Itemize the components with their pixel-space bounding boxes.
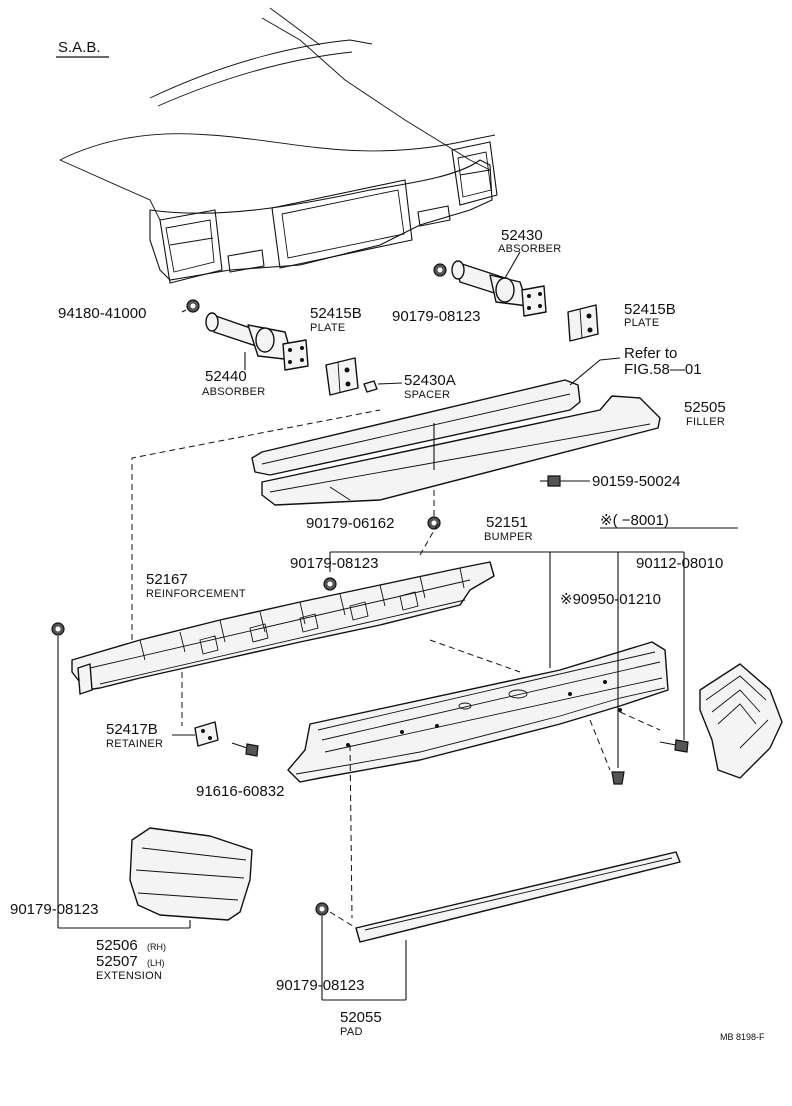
nut-90179-08123-mid: [323, 577, 337, 591]
label-52417b: 52417B: [106, 721, 158, 738]
refer-note-line2: FIG.58—01: [624, 361, 702, 378]
label-90179-08123-bottom: 90179-08123: [276, 977, 364, 994]
refer-leader: [569, 357, 621, 386]
label-52055: 52055: [340, 1009, 382, 1026]
label-52167: 52167: [146, 571, 188, 588]
label-90159-50024: 90159-50024: [592, 473, 680, 490]
label-52415b-right: 52415B: [624, 301, 676, 318]
label-52055-name: PAD: [340, 1026, 363, 1038]
bumper-52151: [287, 641, 669, 783]
plate-left-52415b: [325, 357, 359, 396]
retainer-52417b: [172, 672, 219, 747]
label-52430a: 52430A: [404, 372, 456, 389]
label-52415b-left-name: PLATE: [310, 322, 346, 334]
plate-right-52415b: [567, 304, 599, 342]
bolt-91616-60832: [231, 742, 259, 757]
nut-90179-08123-left: [51, 622, 65, 928]
nut-90179-06162: [427, 516, 441, 530]
absorber-right-52430: [433, 251, 547, 317]
label-52505-name: FILLER: [686, 416, 725, 428]
extension-right: [699, 663, 783, 779]
label-91616-60832: 91616-60832: [196, 783, 284, 800]
label-90179-08123-top: 90179-08123: [392, 308, 480, 325]
extension-left-52506-52507: [58, 827, 253, 929]
label-52505: 52505: [684, 399, 726, 416]
diagram-title: S.A.B.: [58, 39, 101, 56]
label-90179-08123-left: 90179-08123: [10, 901, 98, 918]
label-52430a-name: SPACER: [404, 389, 450, 401]
label-52507: 52507: [96, 953, 138, 970]
label-52430-name: ABSORBER: [498, 243, 562, 255]
label-extension-name: EXTENSION: [96, 970, 162, 982]
car-rear-body: [59, 7, 498, 284]
label-52506-side: (RH): [147, 942, 166, 952]
label-52440: 52440: [205, 368, 247, 385]
refer-note-line1: Refer to: [624, 345, 677, 362]
bolt-90159-50024: [540, 475, 590, 487]
label-52151-name: BUMPER: [484, 531, 533, 543]
pad-52055: [315, 851, 681, 1001]
label-90112-08010: 90112-08010: [636, 555, 723, 572]
date-range-note: ※( −8001): [600, 512, 669, 529]
label-52417b-name: RETAINER: [106, 738, 163, 750]
absorber-left-52440: [181, 299, 309, 371]
reinforcement-52167: [71, 561, 495, 695]
filler-52505: [251, 379, 661, 518]
label-90179-06162: 90179-06162: [306, 515, 394, 532]
spacer-52430a: [363, 380, 403, 393]
label-52507-side: (LH): [147, 958, 165, 968]
label-52506: 52506: [96, 937, 138, 954]
label-90179-08123-mid: 90179-08123: [290, 555, 378, 572]
label-52167-name: REINFORCEMENT: [146, 588, 246, 600]
label-52415b-left: 52415B: [310, 305, 362, 322]
dashed-guide-lines: [131, 409, 661, 929]
label-52415b-right-name: PLATE: [624, 317, 660, 329]
label-52151: 52151: [486, 514, 528, 531]
label-94180-41000: 94180-41000: [58, 305, 146, 322]
bumper-group-bracket: [329, 527, 738, 768]
corner-code: MB 8198-F: [720, 1032, 765, 1042]
label-52430: 52430: [501, 227, 543, 244]
clip-90950-01210: [611, 771, 625, 785]
label-52440-name: ABSORBER: [202, 386, 266, 398]
bolt-90112-08010: [659, 739, 689, 753]
label-90950-01210: ※90950-01210: [560, 591, 661, 608]
